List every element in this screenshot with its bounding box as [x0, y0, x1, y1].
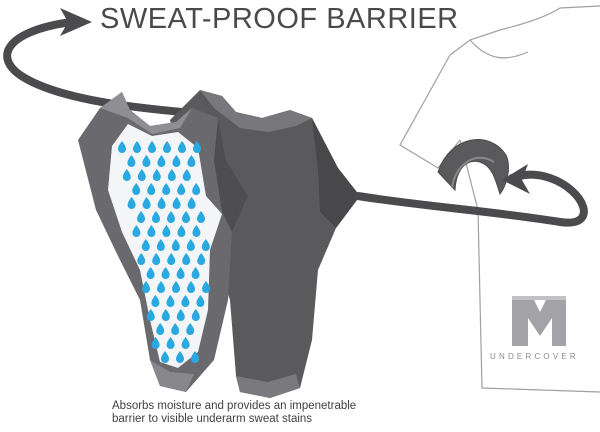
water-droplet-icon — [152, 211, 160, 223]
water-droplet-icon — [172, 155, 181, 167]
water-droplet-icon — [142, 197, 151, 209]
water-droplet-icon — [187, 197, 196, 209]
water-droplet-icon — [163, 141, 171, 153]
water-droplet-icon — [182, 253, 191, 265]
water-droplet-icon — [142, 281, 150, 293]
water-droplet-icon — [147, 183, 156, 195]
water-droplet-icon — [182, 211, 190, 223]
water-droplet-icon — [146, 267, 155, 279]
water-droplet-icon — [178, 141, 186, 153]
water-droplet-icon — [157, 197, 166, 209]
water-droplet-icon — [151, 295, 160, 307]
water-droplet-icon — [161, 267, 170, 279]
water-droplet-icon — [167, 211, 175, 223]
water-droplet-icon — [191, 267, 200, 279]
water-droplet-icon — [187, 281, 195, 293]
water-droplet-icon — [167, 169, 176, 181]
water-droplet-icon — [186, 323, 195, 335]
water-droplet-icon — [181, 337, 190, 349]
water-droplet-icon — [166, 295, 175, 307]
shirt-shield — [437, 139, 509, 196]
water-droplet-icon — [161, 309, 170, 321]
water-droplet-icon — [167, 253, 176, 265]
water-droplet-icon — [162, 183, 171, 195]
undercover-logo-icon — [512, 296, 566, 346]
water-droplet-icon — [142, 155, 151, 167]
water-droplet-icon — [197, 253, 206, 265]
water-droplet-icon — [197, 211, 205, 223]
water-droplet-icon — [192, 225, 201, 237]
water-droplet-icon — [157, 155, 166, 167]
water-droplet-icon — [166, 337, 175, 349]
water-droplet-icon — [191, 309, 200, 321]
curved-arrow-front — [354, 170, 588, 227]
water-droplet-icon — [176, 309, 185, 321]
water-droplet-icon — [132, 183, 141, 195]
water-droplet-icon — [151, 337, 160, 349]
water-droplet-icon — [161, 351, 169, 363]
water-droplet-icon — [156, 323, 165, 335]
caption-line-1: Absorbs moisture and provides an impenet… — [112, 400, 357, 412]
water-droplet-icon — [181, 295, 190, 307]
water-droplet-icon — [152, 253, 161, 265]
water-droplet-icon — [193, 141, 201, 153]
water-droplet-icon — [127, 197, 136, 209]
water-droplet-icon — [141, 239, 150, 251]
water-droplet-icon — [202, 281, 210, 293]
water-droplet-icon — [156, 239, 165, 251]
water-droplet-icon — [171, 239, 180, 251]
water-droplet-icon — [133, 141, 141, 153]
water-droplet-icon — [186, 239, 195, 251]
caption-line-2: barrier to visible underarm sweat stains — [112, 413, 313, 425]
brand-name: UNDERCOVER — [490, 352, 579, 361]
water-droplet-icon — [162, 225, 171, 237]
water-droplet-icon — [196, 295, 205, 307]
water-droplet-icon — [191, 351, 199, 363]
water-droplet-icon — [182, 169, 191, 181]
water-droplet-icon — [157, 281, 165, 293]
water-droplet-icon — [137, 253, 146, 265]
water-droplet-icon — [152, 169, 161, 181]
water-droplet-icon — [137, 211, 145, 223]
tshirt-outline-icon — [399, 5, 600, 393]
water-droplet-icon — [176, 351, 184, 363]
water-droplet-icon — [118, 141, 126, 153]
water-droplet-icon — [127, 155, 136, 167]
water-droplet-icon — [201, 239, 210, 251]
droplet-field — [118, 141, 210, 363]
water-droplet-icon — [132, 225, 141, 237]
curved-arrow-icon — [3, 18, 234, 120]
water-droplet-icon — [177, 183, 186, 195]
headline: SWEAT-PROOF BARRIER — [100, 3, 459, 35]
water-droplet-icon — [171, 323, 180, 335]
arrow-head-right — [502, 164, 530, 194]
water-droplet-icon — [122, 169, 131, 181]
arrow-head-left — [60, 8, 92, 36]
water-droplet-icon — [172, 281, 180, 293]
water-droplet-icon — [177, 225, 186, 237]
water-droplet-icon — [176, 267, 185, 279]
caption: Absorbs moisture and provides an impenet… — [112, 400, 442, 426]
water-droplet-icon — [148, 141, 156, 153]
water-droplet-icon — [146, 309, 155, 321]
water-droplet-icon — [192, 183, 201, 195]
water-droplet-icon — [172, 197, 181, 209]
water-droplet-icon — [187, 155, 196, 167]
water-droplet-icon — [137, 169, 146, 181]
water-droplet-icon — [147, 225, 156, 237]
